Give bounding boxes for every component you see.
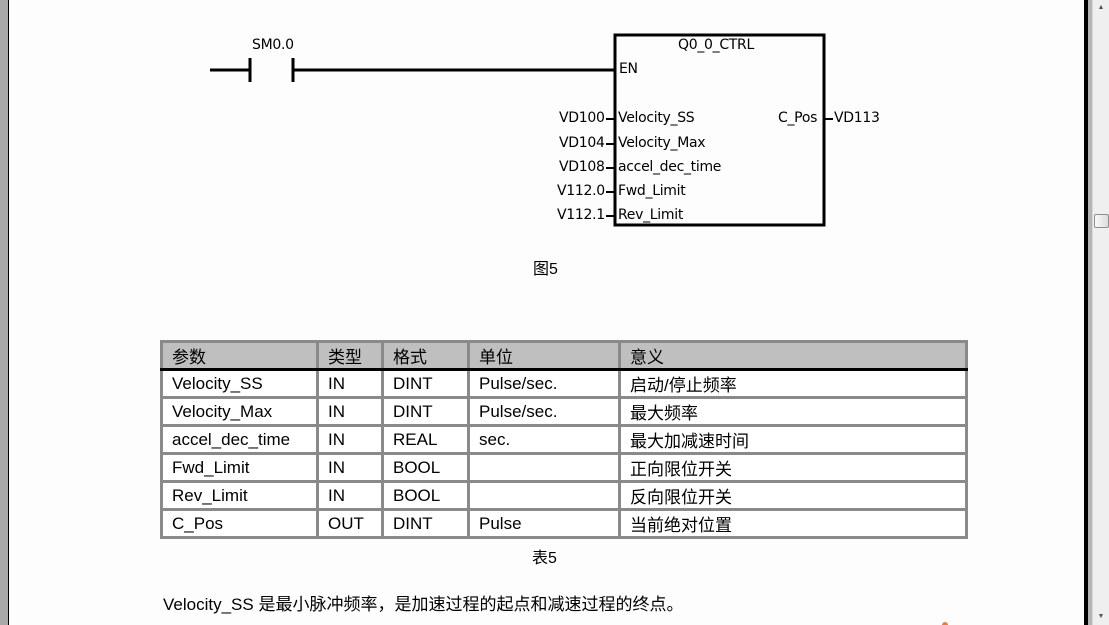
body-paragraph: Velocity_SS 是最小脉冲频率，是加速过程的起点和减速过程的终点。 xyxy=(163,595,684,614)
cell-unit: sec. xyxy=(467,424,621,455)
contact-label: SM0.0 xyxy=(252,37,294,53)
table-row: Velocity_SS IN DINT Pulse/sec. 启动/停止频率 xyxy=(160,368,968,399)
right-gutter xyxy=(1088,0,1092,625)
input-operand: VD108 xyxy=(559,159,605,175)
input-operand: VD104 xyxy=(559,135,605,151)
header-unit: 单位 xyxy=(467,340,621,371)
table-caption: 表5 xyxy=(532,550,557,567)
input-pin-label: Velocity_SS xyxy=(618,110,695,126)
ladder-lines xyxy=(210,33,833,227)
cell-unit: Pulse/sec. xyxy=(467,396,621,427)
scrollbar-thumb[interactable] xyxy=(1094,214,1109,228)
input-pin-label: Velocity_Max xyxy=(618,135,706,151)
cell-meaning: 启动/停止频率 xyxy=(618,368,968,399)
cell-format: DINT xyxy=(381,368,470,399)
cell-unit xyxy=(467,480,621,511)
header-meaning: 意义 xyxy=(618,340,968,371)
figure-caption: 图5 xyxy=(533,261,558,278)
table-header-row: 参数 类型 格式 单位 意义 xyxy=(160,340,968,371)
input-operand: V112.1 xyxy=(557,207,605,223)
cell-format: BOOL xyxy=(381,480,470,511)
input-pin-label: Rev_Limit xyxy=(618,207,684,223)
cell-param: accel_dec_time xyxy=(160,424,319,455)
header-format: 格式 xyxy=(381,340,470,371)
cell-param: Velocity_Max xyxy=(160,396,319,427)
cell-unit: Pulse/sec. xyxy=(467,368,621,399)
cell-meaning: 最大加减速时间 xyxy=(618,424,968,455)
cell-meaning: 正向限位开关 xyxy=(618,452,968,483)
cell-unit: Pulse xyxy=(467,508,621,539)
cell-format: DINT xyxy=(381,508,470,539)
table-row: accel_dec_time IN REAL sec. 最大加减速时间 xyxy=(160,424,968,455)
table-row: C_Pos OUT DINT Pulse 当前绝对位置 xyxy=(160,508,968,539)
cell-type: IN xyxy=(316,368,384,399)
page-right-border xyxy=(1084,0,1088,625)
cell-format: REAL xyxy=(381,424,470,455)
cell-param: Velocity_SS xyxy=(160,368,319,399)
cell-type: IN xyxy=(316,424,384,455)
page-left-border xyxy=(8,0,9,625)
cell-meaning: 当前绝对位置 xyxy=(618,508,968,539)
cell-type: IN xyxy=(316,452,384,483)
ladder-diagram: SM0.0 Q0_0_CTRL EN VD100 Velocity_SS VD1… xyxy=(0,0,1084,240)
en-pin-label: EN xyxy=(619,61,638,77)
output-pin-label: C_Pos xyxy=(778,110,818,126)
input-pin-label: Fwd_Limit xyxy=(618,183,686,199)
header-param: 参数 xyxy=(160,340,319,371)
block-title: Q0_0_CTRL xyxy=(678,37,754,53)
scroll-up-arrow-icon[interactable]: ▲ xyxy=(1097,4,1105,11)
cell-format: DINT xyxy=(381,396,470,427)
function-block-box xyxy=(613,33,826,227)
table-row: Fwd_Limit IN BOOL 正向限位开关 xyxy=(160,452,968,483)
input-operand: VD100 xyxy=(559,110,605,126)
orange-marker xyxy=(942,622,948,625)
input-pin-label: accel_dec_time xyxy=(618,159,722,175)
cell-param: Fwd_Limit xyxy=(160,452,319,483)
cell-param: Rev_Limit xyxy=(160,480,319,511)
left-gutter xyxy=(0,0,8,625)
table-row: Rev_Limit IN BOOL 反向限位开关 xyxy=(160,480,968,511)
cell-type: OUT xyxy=(316,508,384,539)
parameter-table: 参数 类型 格式 单位 意义 Velocity_SS IN DINT Pulse… xyxy=(160,340,968,539)
table-row: Velocity_Max IN DINT Pulse/sec. 最大频率 xyxy=(160,396,968,427)
cell-meaning: 最大频率 xyxy=(618,396,968,427)
cell-meaning: 反向限位开关 xyxy=(618,480,968,511)
cell-format: BOOL xyxy=(381,452,470,483)
output-operand: VD113 xyxy=(834,110,880,126)
cell-unit xyxy=(467,452,621,483)
vertical-scrollbar[interactable]: ▲ ▼ xyxy=(1092,0,1109,625)
cell-type: IN xyxy=(316,396,384,427)
input-operand: V112.0 xyxy=(557,183,605,199)
cell-type: IN xyxy=(316,480,384,511)
cell-param: C_Pos xyxy=(160,508,319,539)
header-type: 类型 xyxy=(316,340,384,371)
scroll-down-arrow-icon[interactable]: ▼ xyxy=(1097,613,1105,620)
